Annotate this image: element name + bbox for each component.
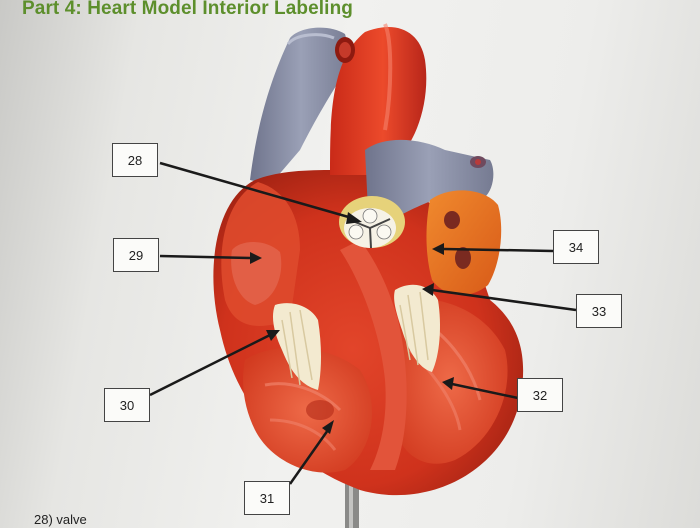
aorta	[330, 23, 427, 176]
leader-30	[149, 333, 271, 397]
tricuspid-valve	[272, 303, 321, 390]
arrowhead-34	[432, 243, 444, 255]
mitral-valve	[394, 284, 440, 372]
leader-34	[443, 247, 554, 253]
label-box-34: 34	[553, 230, 599, 264]
label-box-29: 29	[113, 238, 159, 272]
leader-31	[288, 429, 330, 485]
arrowhead-28	[346, 212, 362, 224]
leader-lines	[149, 161, 577, 485]
stand-rod	[345, 480, 359, 528]
pulmonary-trunk	[365, 139, 494, 218]
answer-line-28: 28) valve	[34, 512, 87, 527]
arrowhead-33	[422, 283, 434, 296]
superior-vena-cava	[250, 27, 352, 186]
label-box-31: 31	[244, 481, 290, 515]
label-box-30: 30	[104, 388, 150, 422]
right-ventricle-interior	[243, 347, 372, 473]
interventricular-septum	[340, 240, 407, 470]
label-box-32: 32	[517, 378, 563, 412]
page-title: Part 4: Heart Model Interior Labeling	[22, 0, 353, 19]
arrowhead-31	[322, 420, 334, 434]
arrowhead-30	[266, 330, 280, 341]
arrowhead-32	[442, 377, 454, 390]
arrowhead-29	[250, 252, 262, 264]
leader-29	[159, 254, 251, 260]
label-box-33: 33	[576, 294, 622, 328]
label-box-28: 28	[112, 143, 158, 177]
leader-32	[451, 382, 519, 400]
leader-28	[159, 161, 353, 220]
left-atrium	[426, 190, 502, 296]
leader-33	[431, 288, 577, 312]
aortic-valve	[339, 196, 405, 249]
